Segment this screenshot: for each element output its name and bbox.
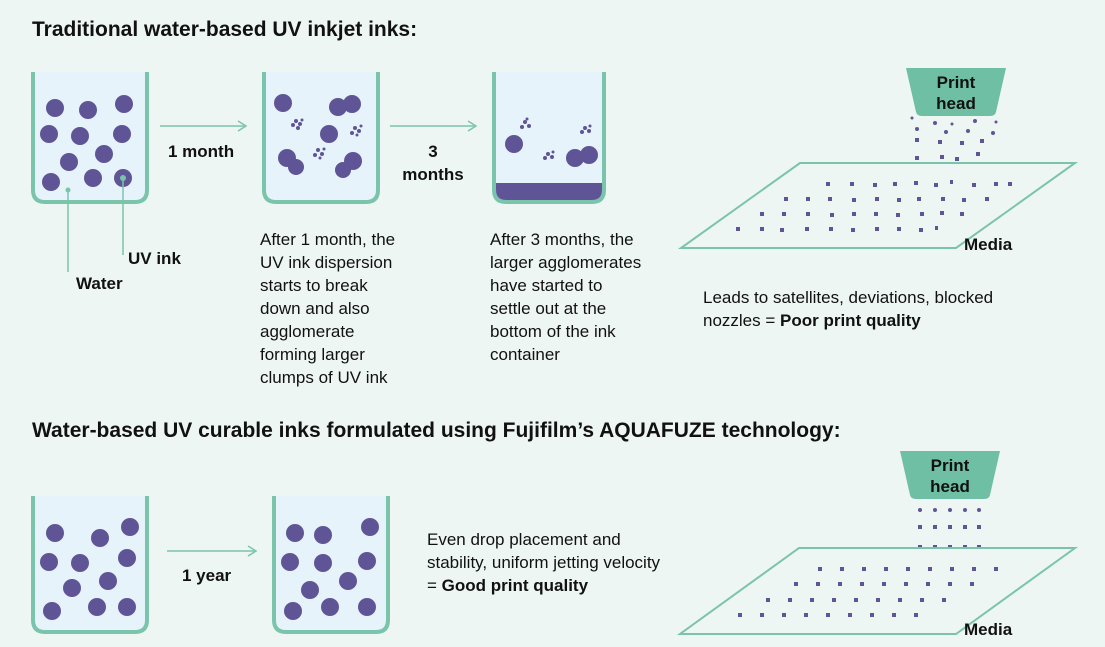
beaker-fresh bbox=[31, 72, 149, 204]
printhead-label-poor: Print head bbox=[936, 73, 976, 113]
printhead-good bbox=[900, 451, 1000, 499]
beaker-aquafuze-fresh bbox=[31, 496, 149, 634]
poor-droplets bbox=[910, 116, 998, 161]
arrow-1-year bbox=[167, 545, 258, 557]
media-plane-poor bbox=[677, 162, 1079, 249]
arrow-1-year-label: 1 year bbox=[182, 566, 232, 585]
arrow-3-months bbox=[390, 120, 478, 132]
printhead-poor bbox=[906, 68, 1006, 116]
beaker-aquafuze-1-year bbox=[272, 496, 390, 634]
arrow-1-month bbox=[160, 120, 248, 132]
poor-dots-on-media bbox=[736, 180, 1012, 232]
media-plane-good bbox=[676, 547, 1079, 635]
sediment-layer bbox=[496, 183, 602, 200]
description-3-months: After 3 months, the larger agglomerates … bbox=[490, 230, 642, 364]
description-1-month: After 1 month, the UV ink dispersion sta… bbox=[260, 230, 396, 387]
good-dots-on-media bbox=[738, 567, 998, 617]
section1-title: Traditional water-based UV inkjet inks: bbox=[32, 18, 418, 41]
good-droplets bbox=[918, 508, 981, 549]
poor-quality-result: Leads to satellites, deviations, blocked… bbox=[703, 288, 994, 330]
arrow-1-month-label: 1 month bbox=[168, 142, 235, 161]
legend-uv-ink: UV ink bbox=[128, 249, 181, 268]
media-label-poor: Media bbox=[964, 235, 1013, 254]
section2-title: Water-based UV curable inks formulated u… bbox=[32, 419, 841, 442]
arrow-3-months-label: 3 months bbox=[402, 142, 464, 184]
legend-water: Water bbox=[76, 274, 123, 293]
printhead-label-good: Print head bbox=[930, 456, 970, 496]
beaker-1-month bbox=[262, 72, 380, 204]
good-quality-result: Even drop placement and stability, unifo… bbox=[427, 530, 661, 595]
media-label-good: Media bbox=[964, 620, 1013, 639]
beaker-3-months bbox=[492, 72, 606, 204]
